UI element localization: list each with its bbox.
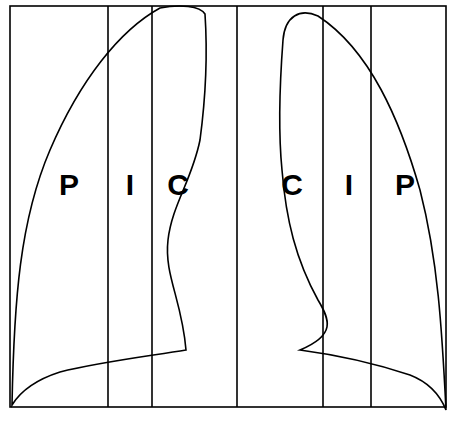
zone-line xyxy=(322,6,324,407)
zone-letter: I xyxy=(126,170,134,200)
zone-letter: P xyxy=(395,170,415,200)
zone-letter: C xyxy=(167,170,189,200)
left-lung-outline xyxy=(12,6,206,405)
zone-line xyxy=(107,6,109,407)
zone-line xyxy=(370,6,372,407)
zone-letter: I xyxy=(345,170,353,200)
frame xyxy=(10,6,446,407)
zone-line xyxy=(151,6,153,407)
zone-letter: C xyxy=(281,170,303,200)
zone-letter: P xyxy=(59,170,79,200)
right-lung-outline xyxy=(280,13,446,410)
zone-line xyxy=(236,6,238,407)
